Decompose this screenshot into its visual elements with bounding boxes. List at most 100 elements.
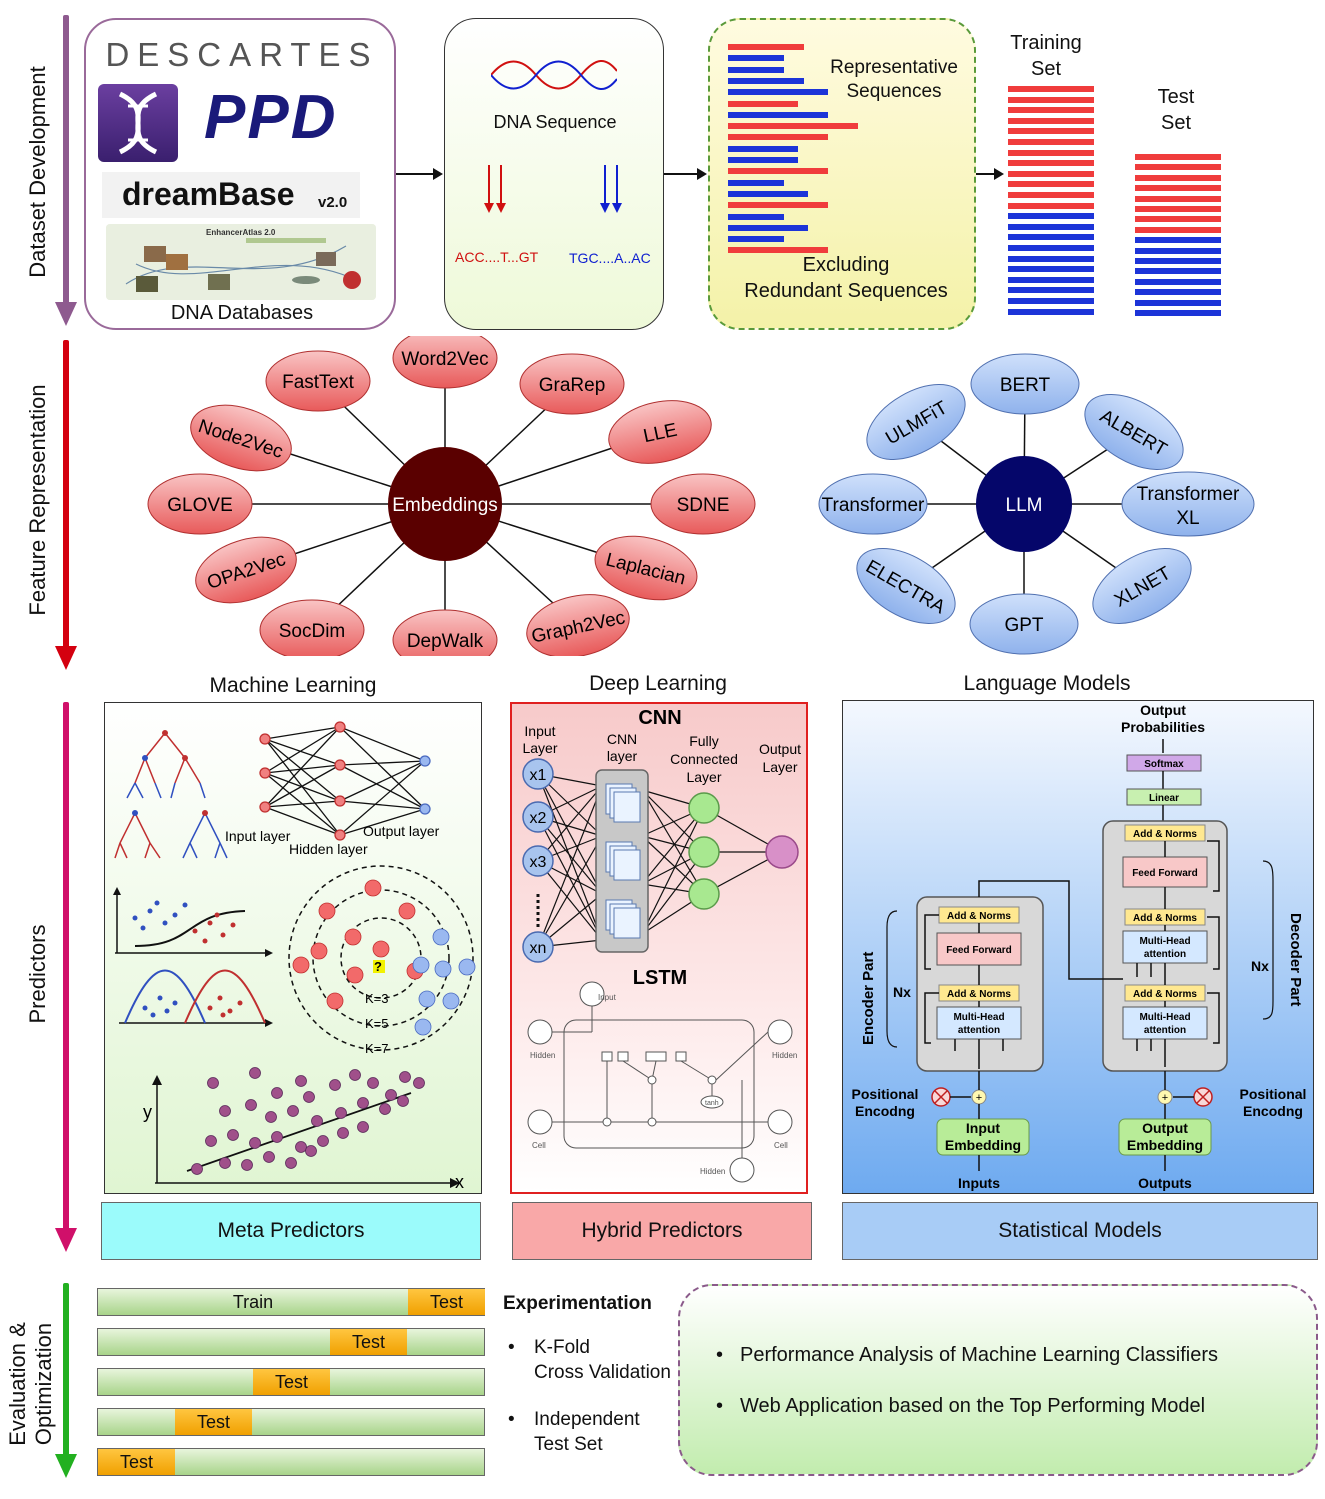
embeddings-center-label: Embeddings: [392, 495, 498, 516]
input-embedding-line2: Embedding: [945, 1137, 1021, 1153]
regression-point: [249, 1137, 261, 1149]
cv-fold-3: Test: [97, 1368, 485, 1396]
llm-center: LLM: [976, 456, 1072, 552]
embedding-node-label: GraRep: [539, 375, 606, 396]
enhanceratlas-title: EnhancerAtlas 2.0: [206, 228, 276, 237]
knn-blue-point: [412, 956, 430, 974]
representative-bar: [728, 55, 784, 62]
cnn-output-layer-line1: Output: [759, 741, 801, 757]
cnn-input-layer-line2: Layer: [522, 740, 557, 756]
representative-bar: [728, 157, 798, 163]
cnn-input-node: x3: [522, 845, 554, 877]
representative-bar: [728, 134, 828, 141]
arrow-head-3: [994, 168, 1004, 180]
outcome-2: •Web Application based on the Top Perfor…: [716, 1395, 1206, 1417]
evaluation-arrow-head: [55, 1454, 77, 1478]
independent-item: • Independent Test Set: [508, 1407, 671, 1457]
output-embedding-line1: Output: [1142, 1120, 1188, 1136]
regression-point: [399, 1071, 411, 1083]
representative-bar: [728, 111, 828, 118]
linear-label: Linear: [1149, 793, 1179, 804]
lstm-hidden-left-label: Hidden: [530, 1051, 555, 1060]
knn-red-point: [344, 928, 362, 946]
lstm-cell-left-label: Cell: [532, 1141, 546, 1150]
decoder-masked-mha-line1: Multi-Head: [1139, 1012, 1190, 1023]
independent-line2: Test Set: [534, 1434, 603, 1455]
regression-point: [241, 1159, 253, 1171]
regression-point: [249, 1067, 261, 1079]
knn-blue-point: [442, 992, 460, 1010]
test-bar: [1135, 258, 1221, 264]
test-bar: [1135, 195, 1221, 202]
nn-node: [259, 767, 271, 779]
llm-node-label: BERT: [1000, 375, 1051, 396]
embedding-node: SocDim: [259, 599, 365, 656]
llm-node: ALBERT: [1084, 394, 1184, 470]
cv-test-label-4: Test: [175, 1409, 252, 1435]
dna-logo-icon: [98, 84, 178, 162]
svg-text:+: +: [976, 1092, 982, 1104]
knn-red-point: [326, 992, 344, 1010]
decoder-part-label: Decoder Part: [1287, 913, 1304, 1006]
knn-query-label: ?: [374, 959, 382, 974]
regression-point: [265, 1111, 277, 1123]
training-bar: [1008, 149, 1094, 156]
regression-point: [357, 1097, 369, 1109]
outcome-1-text: Performance Analysis of Machine Learning…: [740, 1344, 1218, 1366]
cv-fold-4: Test: [97, 1408, 485, 1436]
training-bar: [1008, 308, 1094, 315]
dreambase-name: dreamBase: [122, 176, 295, 212]
test-bar: [1135, 247, 1221, 254]
cv-test-label-3: Test: [253, 1369, 330, 1395]
nn-node: [419, 755, 431, 767]
embedding-node-label: FastText: [282, 372, 355, 393]
regression-point: [287, 1105, 299, 1117]
eval-label-line1: Evaluation &: [5, 1322, 30, 1446]
cnn-input-label: xn: [530, 940, 547, 957]
cnn-layer-line1: CNN: [607, 731, 637, 747]
regression-point: [227, 1129, 239, 1141]
encoder-add-norm-bottom-label: Add & Norms: [947, 989, 1011, 1000]
test-line1: Test: [1157, 86, 1195, 108]
embedding-node-label: SDNE: [677, 495, 730, 516]
representative-bar: [728, 168, 828, 175]
representative-bar: [728, 66, 784, 73]
nn-node: [259, 801, 271, 813]
decoder-mha-line2: attention: [1144, 949, 1186, 960]
decoder-nx-label: Nx: [1251, 958, 1269, 974]
regression-point: [317, 1135, 329, 1147]
nn-node: [259, 733, 271, 745]
representative-bar: [728, 179, 784, 186]
encoder-positional-line1: Positional: [852, 1086, 919, 1102]
deep-learning-title: Deep Learning: [589, 672, 727, 695]
test-bar: [1135, 289, 1221, 296]
test-bar: [1135, 154, 1221, 160]
encoder-mha-line1: Multi-Head: [953, 1012, 1004, 1023]
representative-bar: [728, 224, 808, 231]
knn-k3-label: K=3: [365, 991, 389, 1006]
red-down-arrows-icon: [481, 165, 511, 218]
predictors-arrow: [63, 702, 69, 1230]
dataset-arrow: [63, 15, 69, 305]
llm-node: XLNET: [1092, 548, 1192, 624]
nn-node: [334, 759, 346, 771]
cv-fold-1: Train Test: [97, 1288, 485, 1316]
decoder-feed-forward-label: Feed Forward: [1132, 868, 1198, 879]
regression-point: [295, 1075, 307, 1087]
knn-k7-label: K=7: [365, 1041, 389, 1056]
meta-predictors-box: Meta Predictors: [101, 1202, 481, 1260]
arrow-head-1: [433, 168, 443, 180]
embedding-node-label: Word2Vec: [401, 349, 488, 370]
sequence-right: TGC....A..AC: [569, 250, 651, 266]
lstm-hidden-right-label: Hidden: [772, 1051, 797, 1060]
encoder-nx-label: Nx: [893, 984, 911, 1000]
regression-point: [367, 1077, 379, 1089]
representative-bar: [728, 100, 798, 107]
arrow-databases-to-sequence: [396, 173, 436, 175]
test-set-label: Test Set: [1126, 84, 1226, 136]
regression-point: [311, 1115, 323, 1127]
knn-red-point: [398, 902, 416, 920]
regression-point: [413, 1077, 425, 1089]
representative-bar: [728, 190, 808, 197]
eval-label-line2: Optimization: [31, 1322, 56, 1446]
